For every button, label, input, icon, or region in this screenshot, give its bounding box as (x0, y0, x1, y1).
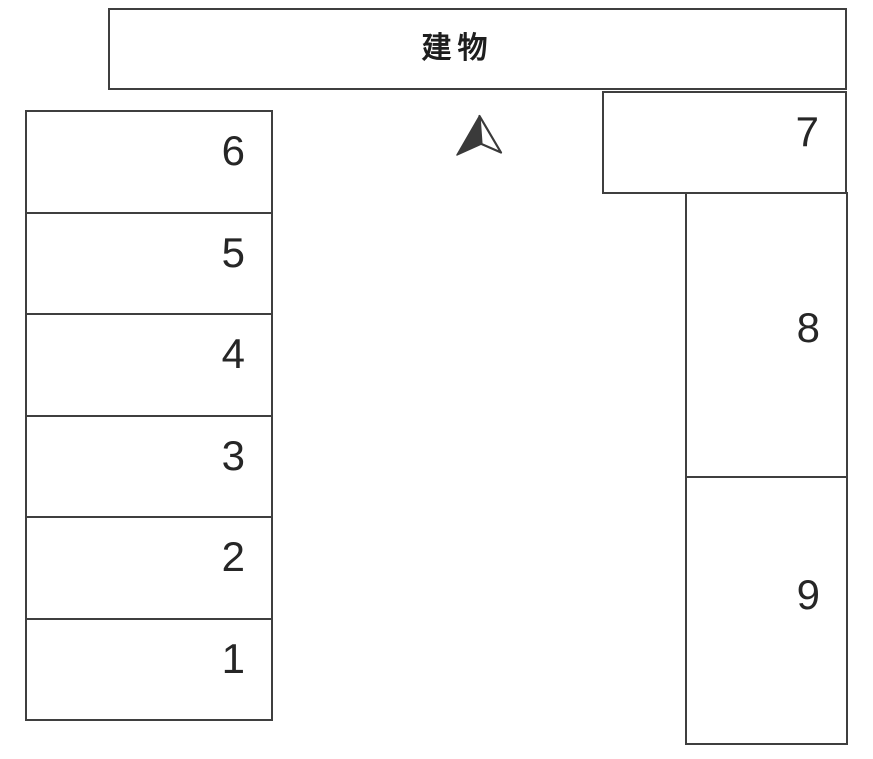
parking-space-5: 5 (27, 214, 271, 315)
parking-space-7: 7 (602, 91, 847, 194)
parking-space-number: 5 (221, 228, 245, 276)
north-arrow-right-half (478, 114, 503, 154)
right-parking-column: 8 9 (685, 192, 848, 745)
building-label: 建物 (421, 32, 494, 65)
parking-space-number: 6 (221, 127, 245, 174)
parking-space-number: 3 (221, 431, 245, 479)
parking-space-number: 9 (796, 570, 820, 618)
north-arrow-left-half (456, 115, 483, 156)
parking-space-1: 1 (27, 620, 271, 720)
parking-space-number: 1 (221, 634, 245, 682)
parking-space-9: 9 (687, 478, 846, 743)
parking-space-4: 4 (27, 315, 271, 417)
left-parking-column: 6 5 4 3 2 1 (25, 110, 273, 721)
north-arrow-icon (456, 114, 503, 156)
parking-space-2: 2 (27, 518, 271, 620)
parking-space-number: 2 (221, 533, 245, 580)
building-outline: 建物 (108, 8, 847, 90)
parking-space-number: 7 (795, 108, 819, 155)
parking-space-number: 8 (796, 304, 820, 351)
parking-space-number: 4 (221, 330, 245, 377)
parking-space-6: 6 (27, 112, 271, 214)
parking-space-3: 3 (27, 417, 271, 518)
parking-space-8: 8 (687, 194, 846, 478)
